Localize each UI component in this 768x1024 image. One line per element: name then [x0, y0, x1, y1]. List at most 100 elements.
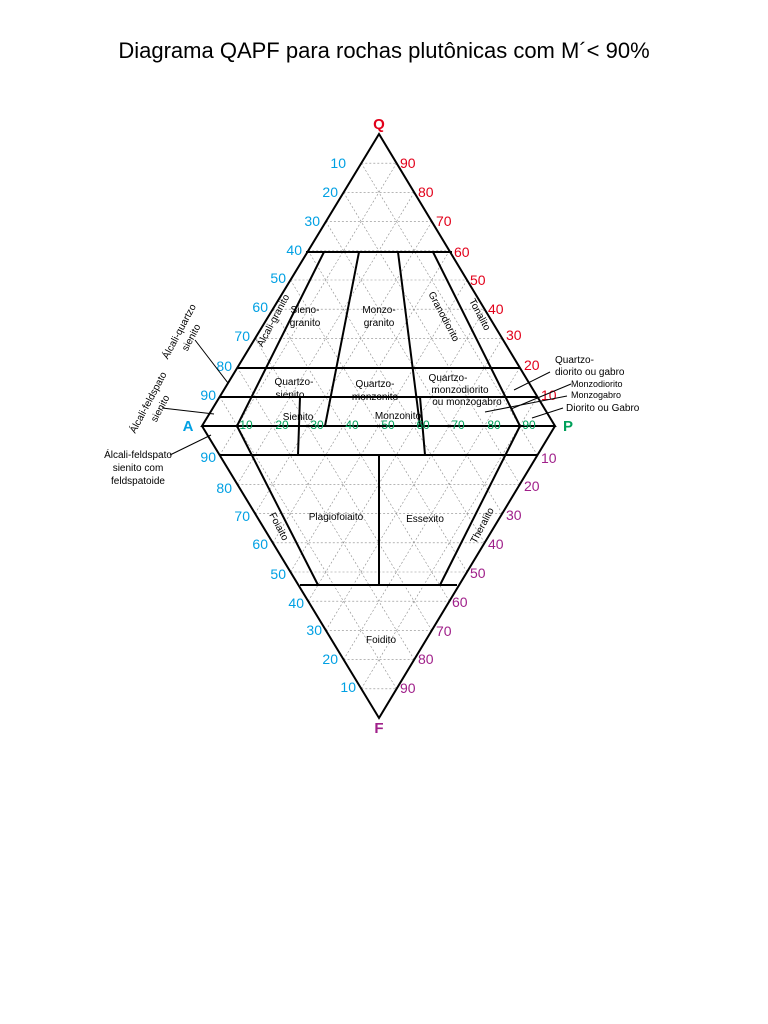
tick-right-lower: 50 [470, 565, 486, 581]
vertex-p: P [563, 418, 573, 435]
vertex-a: A [183, 418, 194, 435]
tick-left-upper: 80 [216, 358, 232, 374]
tick-right-upper: 30 [506, 327, 522, 343]
field-sienogranito: granito [290, 318, 321, 329]
callouts [161, 339, 572, 456]
field-quartzo-monzodiorito: Quartzo- [429, 373, 468, 384]
grid-line [448, 425, 503, 514]
tick-ap: 50 [381, 418, 395, 432]
grid-line [325, 425, 450, 631]
callout-quartzo-diorito-gabro: diorito ou gabro [555, 367, 625, 378]
tick-ap: 90 [522, 418, 536, 432]
field-quartzo-monzodiorito: ou monzogabro [432, 397, 502, 408]
tick-right-upper: 70 [436, 213, 452, 229]
grid-line [237, 367, 273, 427]
callout-leader [161, 407, 215, 415]
grid-line [290, 425, 379, 573]
tick-left-lower: 20 [322, 651, 338, 667]
tick-right-upper: 90 [400, 155, 416, 171]
tick-right-upper: 50 [470, 272, 486, 288]
tick-left-upper: 10 [330, 155, 346, 171]
callout-afs-feldspatoide: feldspatoide [111, 476, 165, 487]
page-title: Diagrama QAPF para rochas plutônicas com… [118, 38, 650, 63]
callout-monzodiorito: Monzodiorito [571, 379, 623, 389]
field-quartzo-monzodiorito: monzodiorito [431, 385, 489, 396]
callout-leader [169, 434, 212, 456]
monzonite-right-boundary [419, 396, 426, 456]
tick-left-lower: 50 [270, 566, 286, 582]
grid-line [343, 192, 485, 427]
field-quartzo-sienito: Quartzo- [275, 377, 314, 388]
callout-leader [194, 339, 229, 384]
tick-left-upper: 60 [252, 299, 268, 315]
field-labels: Álcali-granito Sieno- granito Monzo- gra… [254, 290, 503, 646]
grid-line [484, 367, 521, 427]
field-essexito: Essexito [406, 514, 444, 525]
field-boundaries [200, 132, 557, 720]
tick-right-lower: 70 [436, 623, 452, 639]
tick-left-upper: 90 [200, 387, 216, 403]
callout-afs-feldspatoide: sienito com [113, 463, 164, 474]
grid-line [378, 425, 468, 573]
grid-line [519, 425, 538, 456]
tick-right-lower: 10 [541, 450, 557, 466]
syeno-monzo-boundary [324, 251, 360, 427]
grid-line [519, 396, 538, 427]
callout-leader [531, 407, 564, 419]
grid-line [272, 192, 415, 427]
grid-line [272, 425, 415, 660]
tick-right-lower: 80 [418, 651, 434, 667]
grid-line [219, 425, 238, 456]
tick-right-lower: 90 [400, 680, 416, 696]
tick-ap: 80 [487, 418, 501, 432]
outline-upper-triangle [200, 132, 557, 427]
tick-ap: 20 [275, 418, 289, 432]
tick-left-lower: 80 [216, 480, 232, 496]
callout-afs-feldspatoide: Álcali-feldspato [104, 448, 172, 461]
foid-left-boundary [236, 425, 319, 586]
vertex-q: Q [373, 116, 385, 133]
grid-line [290, 279, 379, 427]
tick-left-upper: 50 [270, 270, 286, 286]
tick-left-upper: 30 [304, 213, 320, 229]
grid-line [361, 425, 520, 689]
callout-leader [513, 371, 551, 391]
tick-labels: 10 20 30 40 50 60 70 80 90 90 80 70 60 5… [200, 155, 556, 696]
grid-line [378, 279, 468, 427]
tick-right-upper: 60 [454, 244, 470, 260]
field-monzogranito: granito [364, 318, 395, 329]
tick-left-upper: 70 [234, 328, 250, 344]
foid-right-boundary [439, 425, 521, 586]
syenite-left-boundary [297, 396, 301, 456]
tick-left-lower: 30 [306, 622, 322, 638]
grano-tonalite-boundary [432, 251, 521, 427]
grid-line [237, 425, 397, 689]
grid-line [237, 425, 273, 485]
field-sienogranito: Sieno- [291, 305, 320, 316]
callout-monzogabro: Monzogabro [571, 390, 621, 400]
grid-line [361, 163, 520, 427]
tick-left-lower: 40 [288, 595, 304, 611]
tick-ap: 70 [451, 418, 465, 432]
tick-right-lower: 40 [488, 536, 504, 552]
tick-left-lower: 60 [252, 536, 268, 552]
grid-line [343, 425, 485, 660]
field-quartzo-monzonito: Quartzo- [356, 379, 395, 390]
vertex-labels: Q A P F [183, 116, 573, 737]
monzo-grano-boundary [397, 251, 421, 427]
tick-ap: 30 [310, 418, 324, 432]
field-monzogranito: Monzo- [362, 305, 395, 316]
callout-leader [484, 395, 568, 413]
alkali-granite-boundary [236, 251, 325, 427]
tick-right-lower: 20 [524, 478, 540, 494]
tick-right-lower: 60 [452, 594, 468, 610]
tick-ap: 40 [345, 418, 359, 432]
grid-line [219, 396, 238, 427]
tick-left-upper: 20 [322, 184, 338, 200]
tick-left-lower: 70 [234, 508, 250, 524]
field-foidito: Foidito [366, 635, 396, 646]
tick-ap: 10 [239, 418, 253, 432]
outline-lower-triangle [201, 425, 556, 720]
tick-right-lower: 30 [506, 507, 522, 523]
